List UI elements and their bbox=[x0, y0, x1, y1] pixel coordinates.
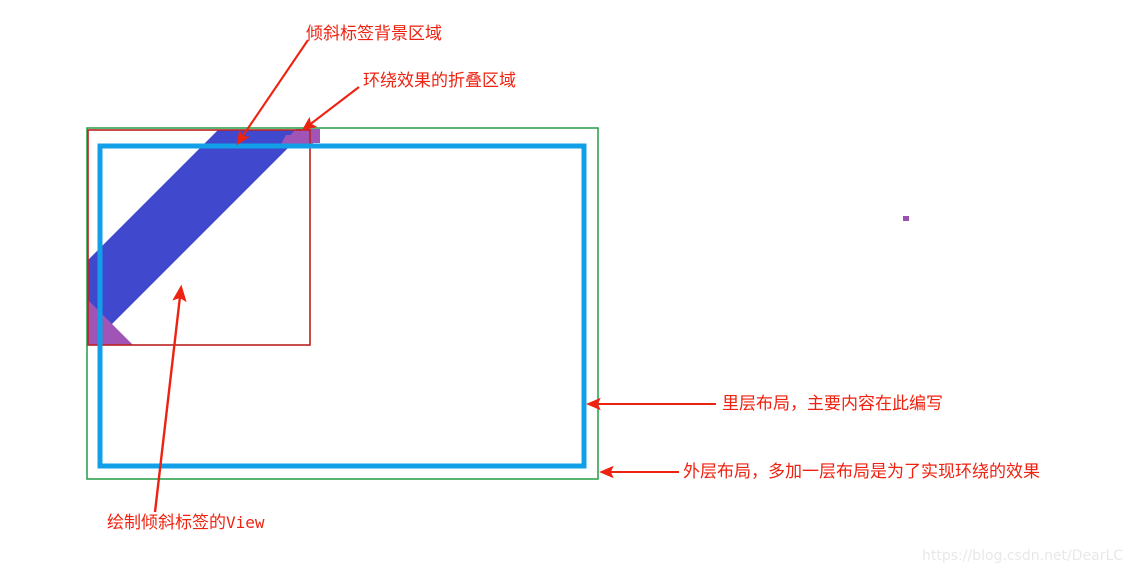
diagonal-tag-band bbox=[88, 130, 306, 345]
watermark: https://blog.csdn.net/DearLC bbox=[922, 548, 1124, 564]
label-draw-view-suffix: View bbox=[226, 513, 265, 532]
diagonal-tag-band-group bbox=[88, 130, 306, 345]
arrow-tag-background-area bbox=[236, 39, 309, 146]
label-fold-area: 环绕效果的折叠区域 bbox=[363, 71, 516, 91]
arrow-draw-view bbox=[153, 284, 187, 513]
inner-layout-rect bbox=[97, 143, 587, 469]
tag-view-rect bbox=[87, 129, 311, 346]
outer-layout-rect bbox=[86, 127, 599, 480]
label-draw-view: 绘制倾斜标签的View bbox=[107, 513, 265, 533]
label-outer-layout: 外层布局，多加一层布局是为了实现环绕的效果 bbox=[683, 462, 1040, 482]
label-inner-layout: 里层布局，主要内容在此编写 bbox=[722, 394, 943, 414]
label-tag-background-area: 倾斜标签背景区域 bbox=[306, 24, 442, 44]
fold-triangle-top-right-overlap bbox=[281, 135, 313, 144]
stray-purple-dot bbox=[903, 216, 909, 221]
label-draw-view-prefix: 绘制倾斜标签的 bbox=[107, 513, 226, 533]
arrow-fold-area bbox=[301, 86, 360, 131]
